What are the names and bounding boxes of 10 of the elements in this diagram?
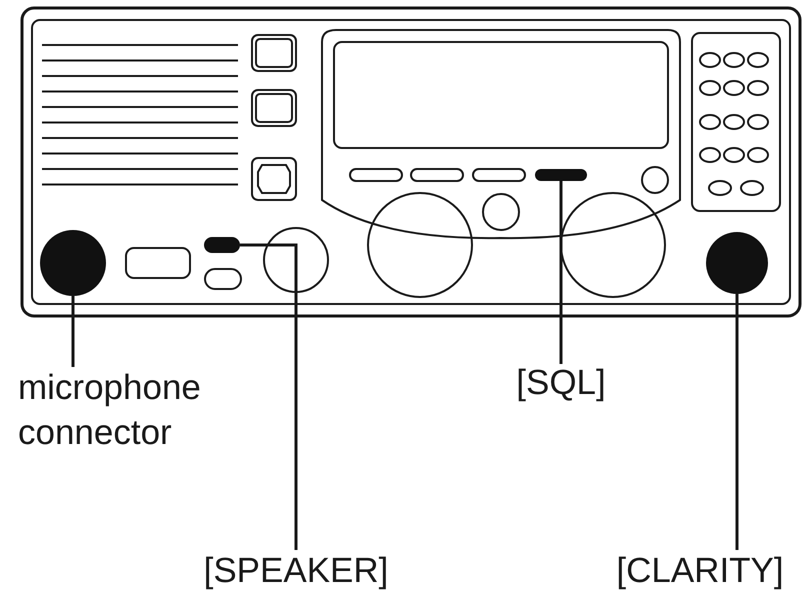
squelch-key <box>535 169 587 181</box>
part-label: [CLARITY] <box>600 548 800 593</box>
part-label: [SPEAKER] <box>176 548 416 593</box>
leader-line <box>72 296 74 367</box>
leader-line <box>736 294 738 550</box>
part-label: microphone connector <box>18 365 278 455</box>
leader-line <box>240 244 298 550</box>
leader-line <box>560 181 562 364</box>
speaker-key <box>204 237 240 253</box>
part-label: [SQL] <box>461 360 661 405</box>
